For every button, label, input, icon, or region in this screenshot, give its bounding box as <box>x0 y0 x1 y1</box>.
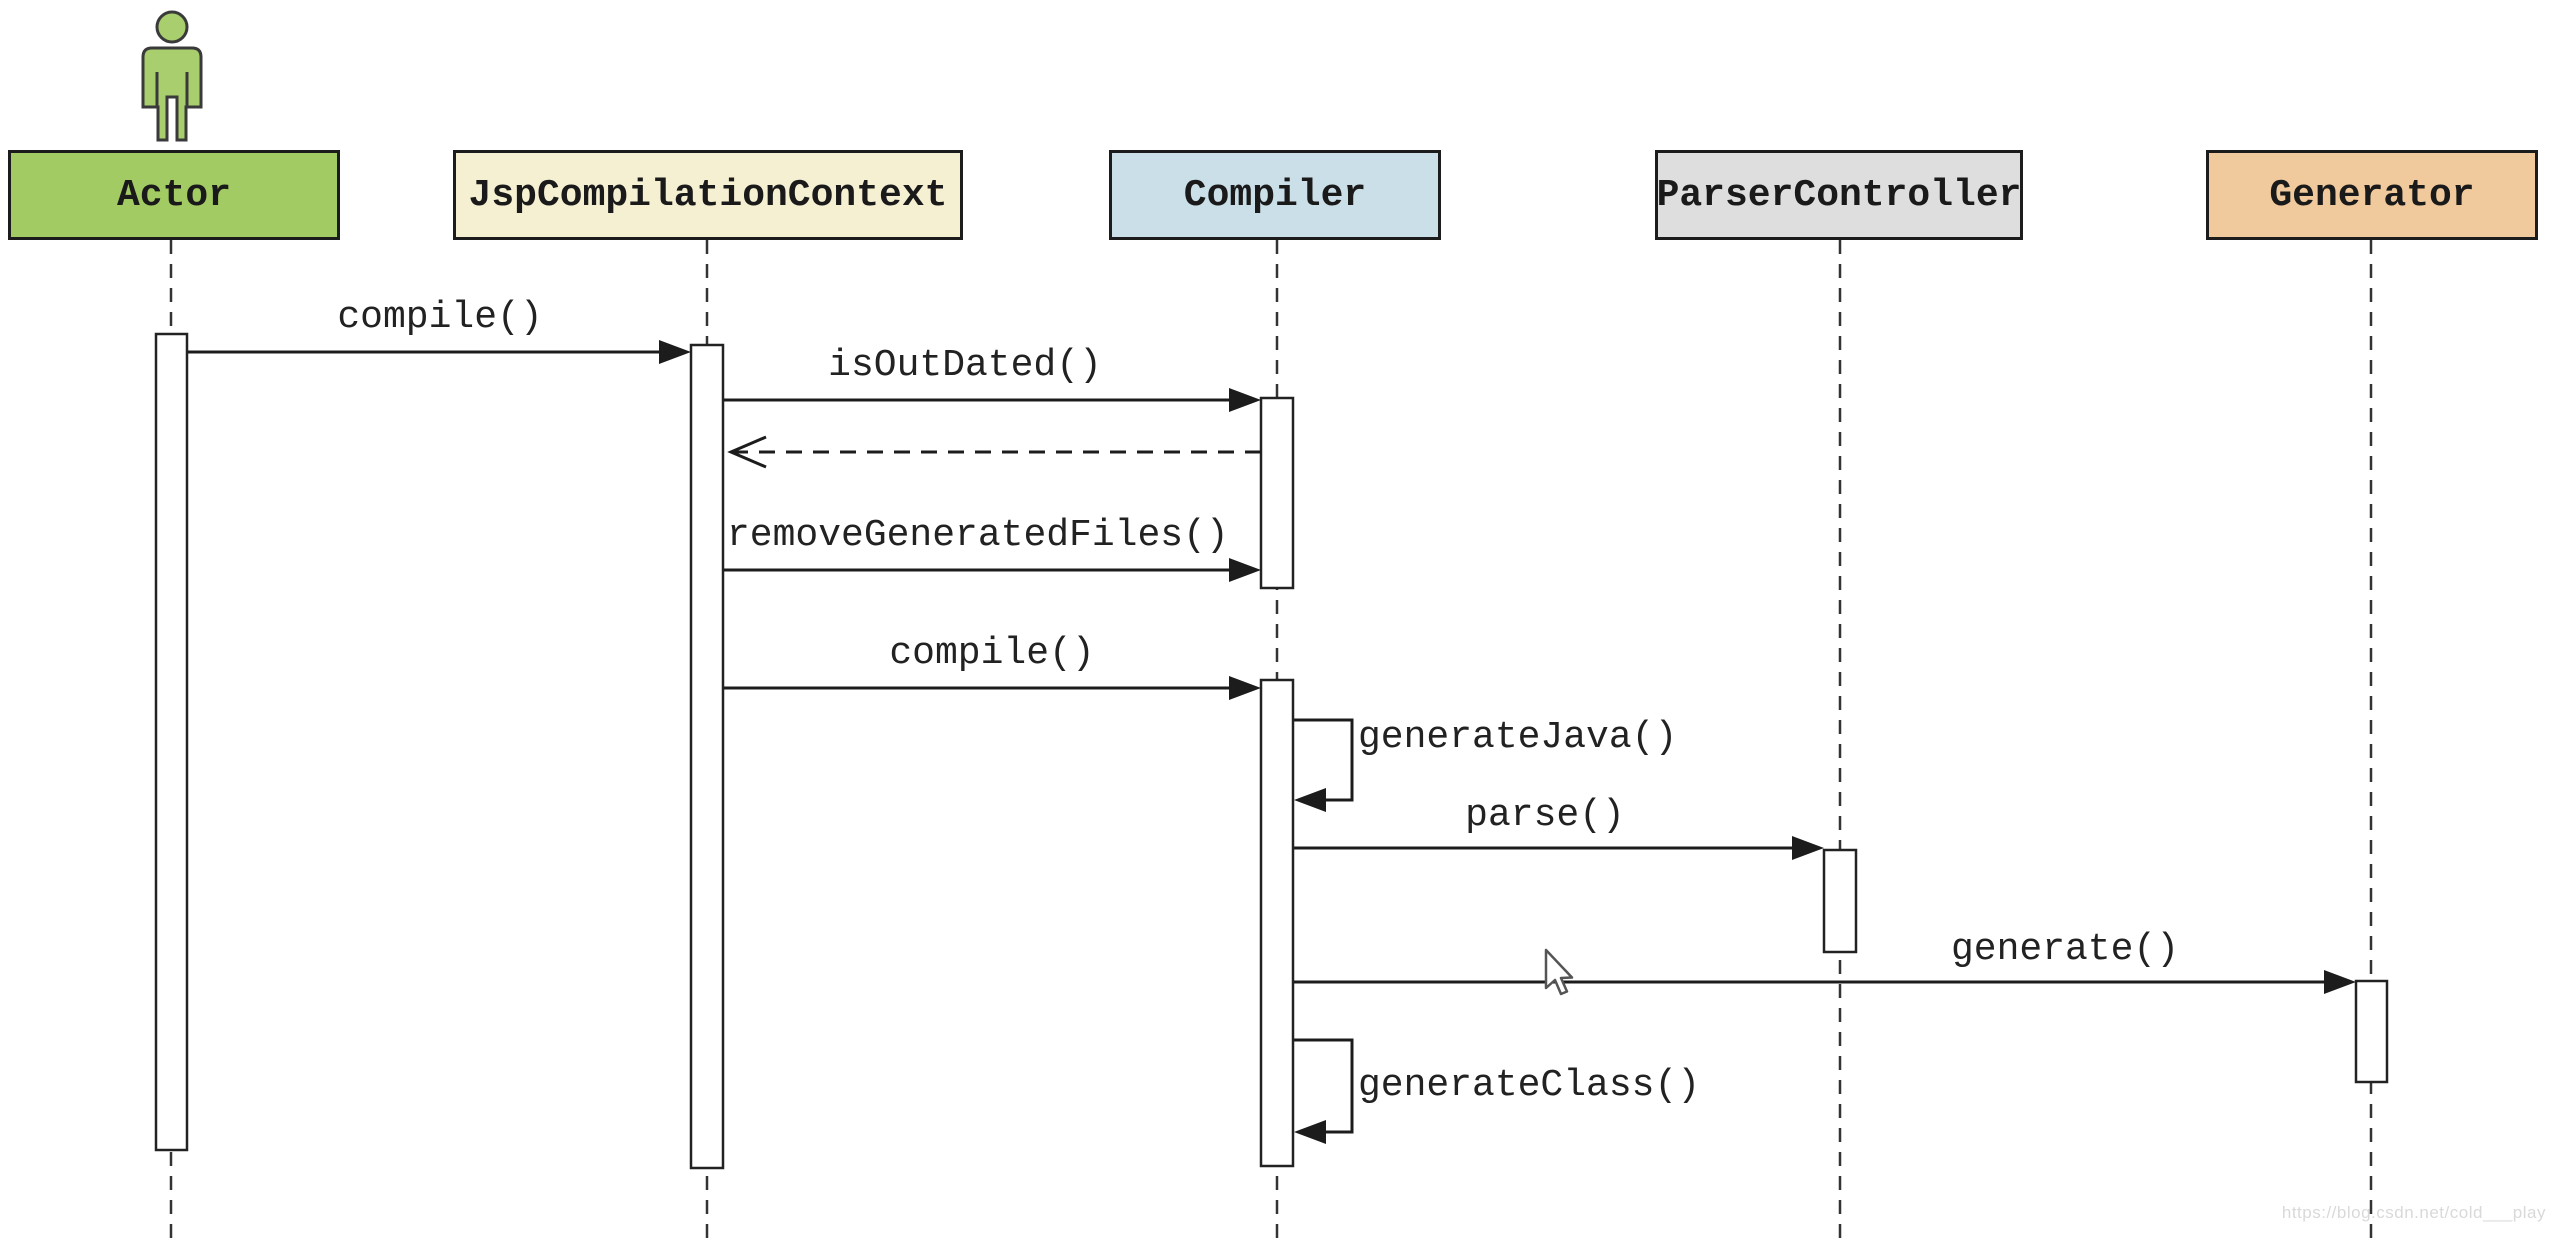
arrowhead-return-open <box>727 435 767 469</box>
arrow-generatejava-self <box>1294 718 1354 802</box>
activation-actor <box>154 332 189 1152</box>
mouse-pointer-shape <box>1544 948 1574 996</box>
message-label-removegeneratedfiles: removeGeneratedFiles() <box>727 514 1229 557</box>
arrowhead-parse <box>1792 836 1824 860</box>
participant-parsercontroller[interactable]: ParserController <box>1655 150 2023 240</box>
participant-generator-label: Generator <box>2269 173 2475 217</box>
arrowhead-generate <box>2324 970 2356 994</box>
arrowhead-compile-1 <box>659 340 691 364</box>
participant-generator[interactable]: Generator <box>2206 150 2538 240</box>
participant-parsercontroller-label: ParserController <box>1656 173 2022 217</box>
participant-jspcompilationcontext-label: JspCompilationContext <box>468 173 948 217</box>
message-label-compile-1: compile() <box>337 296 543 339</box>
arrowhead-generatejava <box>1294 788 1326 812</box>
message-label-isoutdated: isOutDated() <box>828 344 1102 387</box>
message-label-generateclass: generateClass() <box>1358 1064 1701 1107</box>
arrow-generateclass-self <box>1294 1038 1354 1134</box>
activation-compiler-2 <box>1259 678 1295 1168</box>
message-label-parse: parse() <box>1465 794 1625 837</box>
arrowhead-removegeneratedfiles <box>1229 558 1261 582</box>
message-arrows <box>188 340 2356 1144</box>
participant-jspcompilationcontext[interactable]: JspCompilationContext <box>453 150 963 240</box>
participant-actor[interactable]: Actor <box>8 150 340 240</box>
message-label-generate: generate() <box>1950 928 2180 971</box>
activation-compiler-1 <box>1259 396 1295 590</box>
participant-compiler[interactable]: Compiler <box>1109 150 1441 240</box>
arrowhead-generateclass <box>1294 1120 1326 1144</box>
activation-generator <box>2354 979 2389 1084</box>
activation-parsercontroller <box>1822 848 1858 954</box>
person-icon-head <box>155 10 189 44</box>
watermark-url: https://blog.csdn.net/cold___play <box>2281 1203 2546 1222</box>
person-icon <box>141 10 203 142</box>
message-label-generatejava: generateJava() <box>1358 716 1678 759</box>
activation-jspcompilationcontext <box>689 343 725 1170</box>
arrowhead-isoutdated <box>1229 388 1261 412</box>
activation-bars <box>154 332 2389 1170</box>
arrowhead-compile-2 <box>1229 676 1261 700</box>
person-icon-body <box>141 46 203 142</box>
message-label-compile-2: compile() <box>889 632 1095 675</box>
participant-actor-label: Actor <box>116 173 232 217</box>
mouse-pointer-icon[interactable] <box>1544 948 1574 996</box>
participant-compiler-label: Compiler <box>1183 173 1367 217</box>
